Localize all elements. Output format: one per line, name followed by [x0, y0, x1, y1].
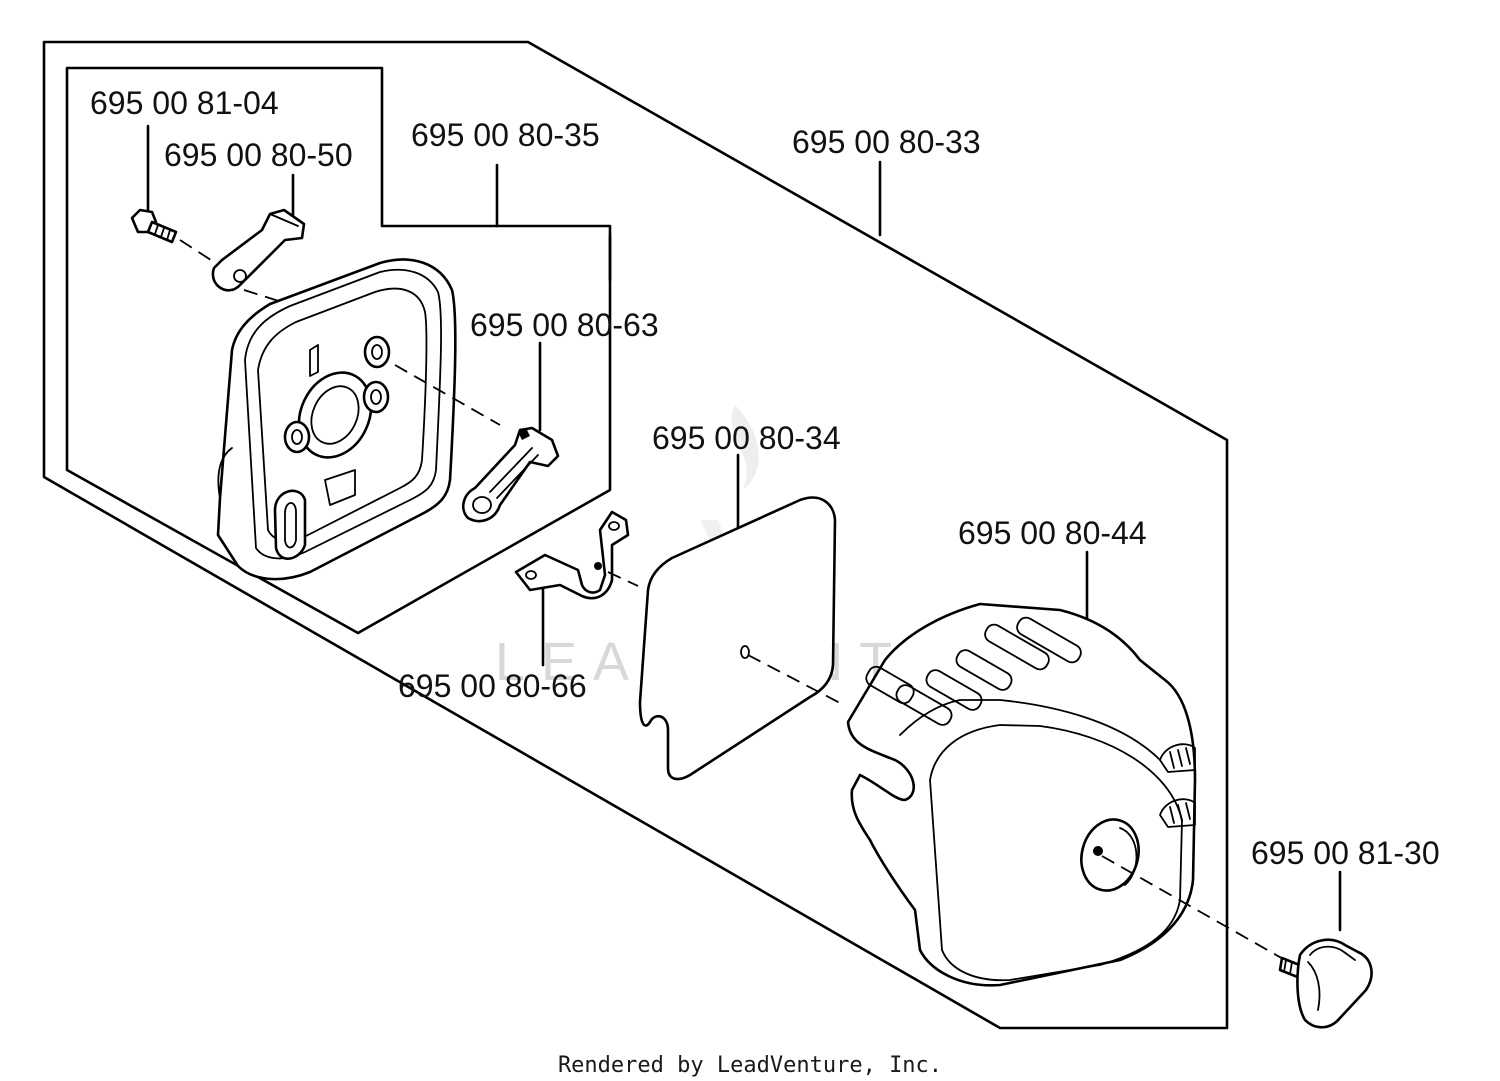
bracket-axis-line — [607, 571, 639, 587]
label-lever-lower: 695 00 80-63 — [470, 307, 659, 343]
filter-axis-line — [747, 654, 841, 704]
filter-housing-kit-outline — [65, 66, 612, 635]
leader-lines — [146, 124, 1342, 932]
filter-cover-part-icon — [846, 602, 1197, 987]
knob-part-icon — [1278, 938, 1373, 1029]
label-bracket: 695 00 80-66 — [398, 668, 587, 704]
label-filter-cover: 695 00 80-44 — [958, 515, 1147, 551]
label-lever-upper: 695 00 80-50 — [164, 137, 353, 173]
filter-element-part-icon — [638, 496, 837, 781]
bracket-part-icon — [514, 510, 630, 600]
footer-credit: Rendered by LeadVenture, Inc. — [558, 1053, 942, 1078]
lever-lower-part-icon — [461, 426, 560, 523]
air-filter-kit-outline — [42, 40, 1229, 1030]
knob-axis-line — [1101, 855, 1286, 961]
label-air-filter-kit: 695 00 80-33 — [792, 124, 981, 160]
label-filter-housing-kit: 695 00 80-35 — [411, 117, 600, 153]
lever-upper-part-icon — [211, 208, 306, 292]
screw-axis-line — [179, 239, 215, 263]
label-knob: 695 00 81-30 — [1251, 835, 1440, 871]
label-filter-element: 695 00 80-34 — [652, 420, 841, 456]
screw-part-icon — [130, 208, 178, 244]
housing-axis-line — [394, 364, 501, 426]
filter-housing-part-icon — [216, 258, 457, 581]
label-screw: 695 00 81-04 — [90, 85, 279, 121]
